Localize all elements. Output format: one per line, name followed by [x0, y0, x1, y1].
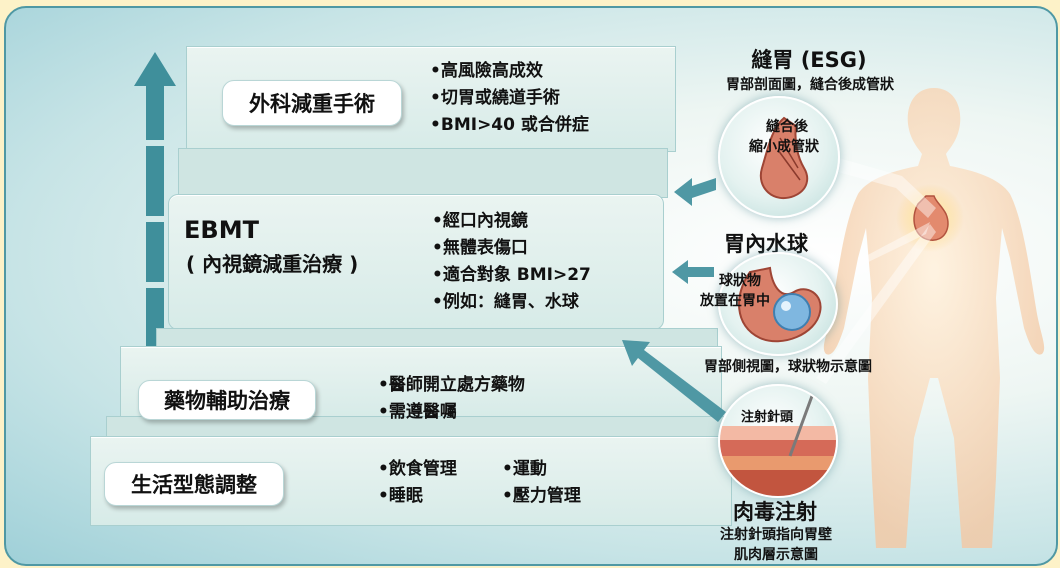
ebmt-bullets: •經口內視鏡 •無體表傷口 •適合對象 BMI>27 •例如：縫胃、水球	[432, 208, 591, 316]
medication-bullets: •醫師開立處方藥物 •需遵醫囑	[378, 372, 525, 426]
bullet-item: •無體表傷口	[432, 238, 528, 258]
bullet-item: •切胃或繞道手術	[430, 88, 560, 108]
botox-caption-1: 注射針頭指向胃壁	[720, 527, 832, 543]
balloon-inner-label-2: 放置在胃中	[700, 293, 770, 309]
esg-title: 縫胃 (ESG)	[751, 48, 867, 72]
bullet-item: •適合對象 BMI>27	[432, 265, 591, 285]
esg-inner-label-1: 縫合後	[766, 119, 808, 135]
esg-caption: 胃部剖面圖，縫合後成管狀	[726, 77, 894, 93]
botox-title: 肉毒注射	[733, 500, 817, 524]
bullet-item: •醫師開立處方藥物	[378, 375, 525, 395]
human-body-illustration	[823, 88, 1045, 548]
arrow-up-left-icon	[622, 340, 726, 422]
ebmt-step	[168, 194, 664, 330]
upward-arrow-icon	[134, 52, 176, 362]
bullet-item: •睡眠	[378, 486, 423, 506]
balloon-inner-label-1: 球狀物	[719, 273, 761, 289]
arrow-left-icon	[672, 260, 714, 284]
botox-circle	[718, 384, 838, 498]
ebmt-subtitle: ( 內視鏡減重治療 )	[186, 252, 359, 276]
botox-inner-label: 注射針頭	[740, 410, 793, 425]
bullet-item: •經口內視鏡	[432, 211, 528, 231]
ebmt-title: EBMT	[184, 216, 259, 244]
lifestyle-bullets-left: •飲食管理 •睡眠	[378, 456, 457, 510]
step-ledge	[178, 148, 668, 198]
stomach-wall-icon	[720, 395, 836, 496]
balloon-circle	[718, 252, 838, 356]
stomach-sutured-icon	[759, 116, 809, 199]
bullet-item: •壓力管理	[502, 486, 581, 506]
medication-label: 藥物輔助治療	[138, 380, 316, 420]
pointer-lines	[816, 153, 936, 384]
esg-inner-label-2: 縮小成管狀	[749, 139, 819, 155]
bullet-item: •需遵醫囑	[378, 402, 457, 422]
esg-circle	[718, 96, 840, 218]
bullet-item: •BMI>40 或合併症	[430, 115, 589, 135]
lifestyle-label: 生活型態調整	[104, 462, 284, 506]
bullet-item: •飲食管理	[378, 459, 457, 479]
botox-caption-2: 肌肉層示意圖	[734, 547, 818, 563]
stomach-balloon-icon	[738, 266, 822, 343]
surgery-label: 外科減重手術	[222, 80, 402, 126]
bullet-item: •例如：縫胃、水球	[432, 292, 579, 312]
bullet-item: •高風險高成效	[430, 61, 543, 81]
bullet-item: •運動	[502, 459, 547, 479]
surgery-bullets: •高風險高成效 •切胃或繞道手術 •BMI>40 或合併症	[430, 58, 589, 139]
balloon-caption: 胃部側視圖，球狀物示意圖	[704, 359, 872, 375]
lifestyle-bullets-right: •運動 •壓力管理	[502, 456, 581, 510]
arrow-left-icon	[674, 178, 716, 206]
infographic-frame: 外科減重手術 •高風險高成效 •切胃或繞道手術 •BMI>40 或合併症 EBM…	[4, 6, 1058, 566]
